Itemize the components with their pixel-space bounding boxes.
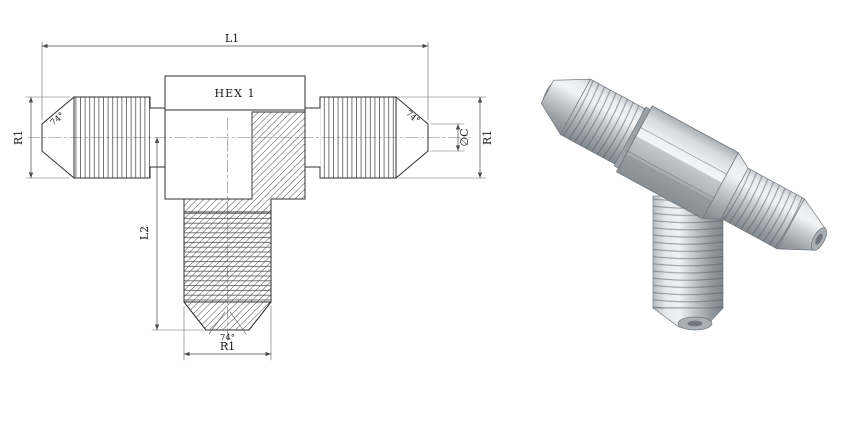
- branch-outline: [183, 198, 272, 331]
- hex-facet-edges: [627, 127, 727, 199]
- hex-body-outline: [164, 75, 306, 200]
- part-outline: [41, 75, 429, 331]
- dim-r1-bottom-extension-lines: [183, 305, 272, 361]
- dim-l1-extension-lines: [41, 41, 429, 121]
- right-bore-hole: [815, 233, 823, 245]
- left-threads-outline: [73, 96, 166, 179]
- right-cone-outline: [304, 96, 429, 179]
- left-cone-outline: [41, 96, 75, 179]
- branch-bore-hole: [687, 320, 703, 327]
- dim-r1-left-label: R1: [12, 130, 25, 145]
- angle-right-label: 74°: [403, 109, 421, 126]
- angle-left-label: 74°: [49, 111, 67, 128]
- dim-dia-c-label: ∅C: [458, 129, 471, 147]
- angle-bottom-leader-lines: [208, 311, 247, 335]
- render-3d-axis-group: [540, 78, 827, 251]
- dim-r1-right: [397, 96, 487, 179]
- dim-r1-bottom-label: R1: [220, 340, 235, 353]
- angle-bottom: [208, 311, 247, 335]
- right-thread-ribs-3d: [720, 168, 805, 249]
- dim-r1-left-extension-lines: [25, 96, 71, 179]
- dim-r1-bottom: [183, 305, 272, 361]
- dim-l2: [151, 137, 205, 331]
- dim-r1-right-label: R1: [481, 130, 494, 145]
- left-thread-zone: [74, 97, 150, 178]
- dim-dia-c: [430, 123, 465, 152]
- angle-bottom-label: 74°: [220, 333, 235, 343]
- dim-r1-left: [25, 96, 71, 179]
- dim-l2-label: L2: [138, 226, 151, 240]
- branch-thread-zone: [184, 212, 271, 302]
- section-view-2d: L1 R1 74° HEX 1 74° ∅C R1 L2: [12, 32, 494, 361]
- dim-l1: [41, 41, 429, 121]
- right-thread-zone: [320, 97, 396, 178]
- hex1-label: HEX 1: [215, 87, 256, 100]
- render-3d: [540, 78, 827, 331]
- dim-r1-right-extension-lines: [397, 96, 487, 179]
- left-thread-ribs-3d: [560, 79, 646, 165]
- dim-l1-label: L1: [225, 32, 239, 45]
